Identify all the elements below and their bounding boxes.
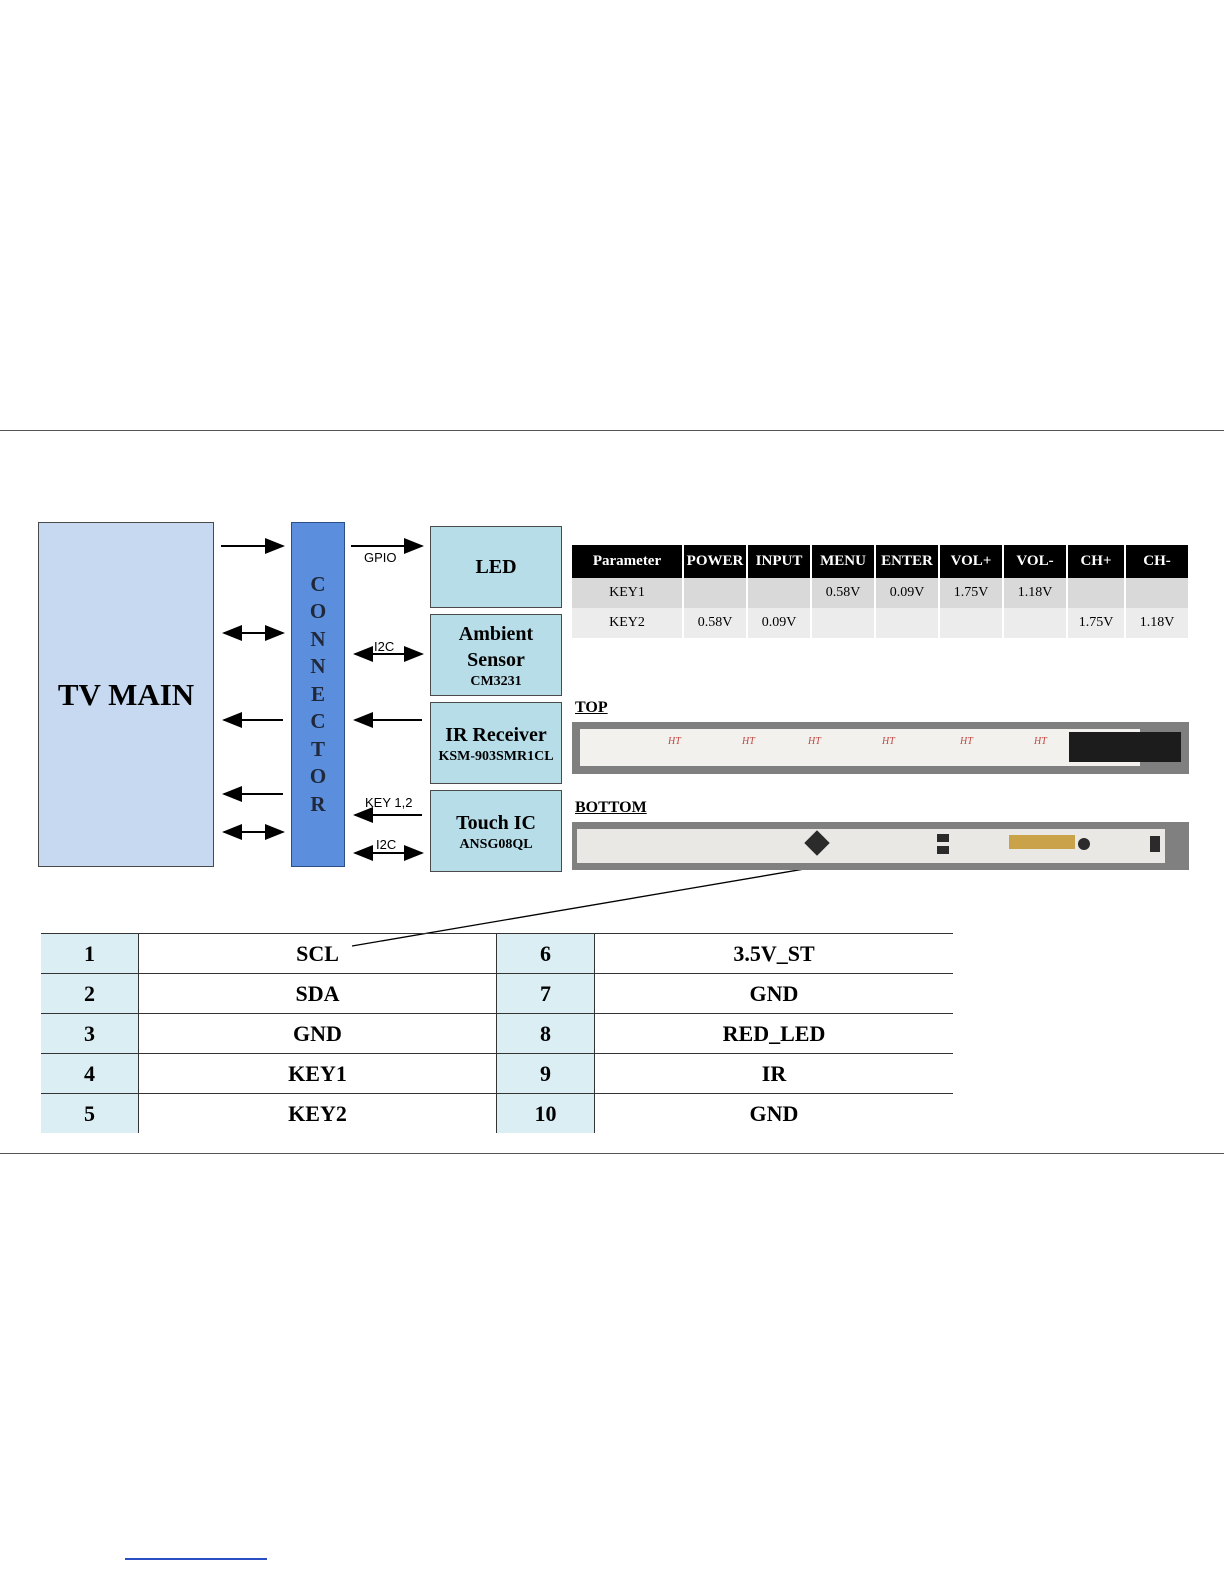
top-photo-label: TOP [575, 699, 608, 716]
key12-label: KEY 1,2 [365, 795, 413, 810]
ambient-sensor-module: Ambient Sensor CM3231 [430, 614, 562, 696]
table-cell [940, 608, 1002, 638]
table-cell: 0.09V [748, 608, 810, 638]
table-cell: 1.75V [940, 578, 1002, 608]
table-cell: KEY2 [572, 608, 682, 638]
connector-letter: E [310, 681, 325, 706]
pin-number: 1 [41, 933, 139, 974]
led-module: LED [430, 526, 562, 608]
led-title: LED [475, 556, 517, 578]
ambient-title-2: Sensor [467, 648, 525, 671]
tv-main-block: TV MAIN [38, 522, 214, 867]
header-cell: CH+ [1068, 545, 1124, 578]
connector-letter: N [310, 626, 326, 651]
table-cell [748, 578, 810, 608]
touch-title: Touch IC [456, 811, 536, 834]
top-divider [0, 430, 1224, 431]
i2c-label-2: I2C [376, 837, 397, 852]
pin-signal: RED_LED [594, 1013, 953, 1054]
pin-number: 10 [496, 1093, 595, 1133]
pin-signal: SCL [138, 933, 497, 974]
table-row: 5 KEY2 10 GND [41, 1093, 953, 1133]
table-cell: 0.58V [684, 608, 746, 638]
ambient-part: CM3231 [470, 673, 522, 689]
ambient-title-1: Ambient [458, 622, 534, 645]
connector-letter: T [310, 736, 325, 761]
header-cell: Parameter [572, 545, 682, 578]
top-board-photo: HT HT HT HT HT HT [572, 722, 1189, 774]
table-cell [1004, 608, 1066, 638]
pin-number: 4 [41, 1053, 139, 1094]
table-cell: 0.58V [812, 578, 874, 608]
connector-letter: C [310, 571, 326, 596]
connector-letter: O [309, 764, 327, 789]
table-cell [684, 578, 746, 608]
touch-ic-module: Touch IC ANSG08QL [430, 790, 562, 872]
pin-signal: GND [594, 1093, 953, 1133]
tape-strip [580, 729, 1140, 766]
pin-signal: 3.5V_ST [594, 933, 953, 974]
pin-assignment-table: 1 SCL 6 3.5V_ST 2 SDA 7 GND 3 GND 8 RED_… [41, 933, 953, 1133]
ir-window [1069, 732, 1181, 762]
i2c-label-1: I2C [374, 639, 395, 654]
pin-signal: GND [138, 1013, 497, 1054]
ir-title: IR Receiver [445, 723, 547, 746]
touch-part: ANSG08QL [459, 836, 533, 852]
table-row: KEY1 0.58V 0.09V 1.75V 1.18V [572, 578, 1188, 608]
connector-letter: R [310, 791, 326, 816]
connector-letter: N [310, 654, 326, 679]
table-cell: KEY1 [572, 578, 682, 608]
pin-number: 7 [496, 973, 595, 1014]
table-cell [876, 608, 938, 638]
pin-number: 2 [41, 973, 139, 1014]
bottom-divider [0, 1153, 1224, 1154]
key-voltage-table: Parameter POWER INPUT MENU ENTER VOL+ VO… [570, 545, 1190, 638]
table-cell: 1.75V [1068, 608, 1124, 638]
header-cell: VOL- [1004, 545, 1066, 578]
table-cell: 1.18V [1004, 578, 1066, 608]
table-row: KEY2 0.58V 0.09V 1.75V 1.18V [572, 608, 1188, 638]
ir-receiver-module: IR Receiver KSM-903SMR1CL [430, 702, 562, 784]
pin-signal: KEY2 [138, 1093, 497, 1133]
pin-signal: SDA [138, 973, 497, 1014]
footer-link-underline[interactable] [125, 1558, 267, 1560]
tv-main-label: TV MAIN [57, 676, 195, 712]
header-cell: MENU [812, 545, 874, 578]
header-cell: POWER [684, 545, 746, 578]
pin-signal: GND [594, 973, 953, 1014]
table-cell [812, 608, 874, 638]
table-cell [1068, 578, 1124, 608]
connector-letter: O [309, 599, 327, 624]
header-cell: ENTER [876, 545, 938, 578]
header-cell: CH- [1126, 545, 1188, 578]
connector-block: C O N N E C T O R [291, 522, 345, 867]
bottom-board-photo [572, 822, 1189, 870]
table-row: 3 GND 8 RED_LED [41, 1013, 953, 1054]
connector-letter: C [310, 709, 326, 734]
header-cell: VOL+ [940, 545, 1002, 578]
pin-signal: IR [594, 1053, 953, 1094]
pin-number: 9 [496, 1053, 595, 1094]
pin-number: 6 [496, 933, 595, 974]
table-row: 1 SCL 6 3.5V_ST [41, 933, 953, 974]
board-connector [1009, 835, 1075, 849]
pin-number: 3 [41, 1013, 139, 1054]
gpio-label: GPIO [364, 550, 397, 565]
table-cell: 1.18V [1126, 608, 1188, 638]
bottom-photo-label: BOTTOM [575, 799, 647, 816]
pin-number: 5 [41, 1093, 139, 1133]
pin-signal: KEY1 [138, 1053, 497, 1094]
key-table-header: Parameter POWER INPUT MENU ENTER VOL+ VO… [572, 545, 1188, 578]
pin-number: 8 [496, 1013, 595, 1054]
ir-part: KSM-903SMR1CL [438, 748, 554, 764]
table-row: 2 SDA 7 GND [41, 973, 953, 1014]
table-row: 4 KEY1 9 IR [41, 1053, 953, 1094]
pcb-board [577, 829, 1165, 863]
table-cell: 0.09V [876, 578, 938, 608]
connector-label: C O N N E C T O R [310, 571, 326, 819]
header-cell: INPUT [748, 545, 810, 578]
table-cell [1126, 578, 1188, 608]
